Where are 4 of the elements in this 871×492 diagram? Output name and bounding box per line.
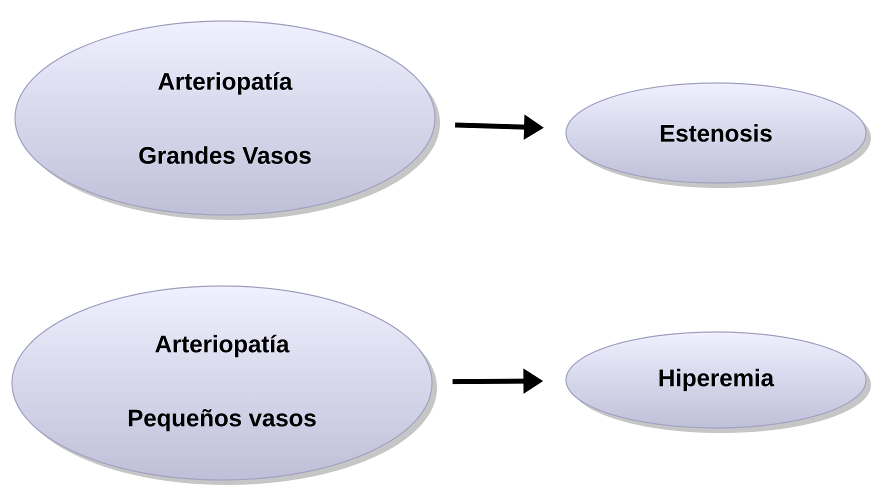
ellipse-node: Estenosis: [565, 82, 871, 188]
ellipse-node: Hiperemia: [565, 331, 871, 433]
ellipse-node: Arteriopatía Pequeños vasos: [11, 285, 437, 485]
ellipse-node: Arteriopatía Grandes Vasos: [14, 20, 440, 220]
